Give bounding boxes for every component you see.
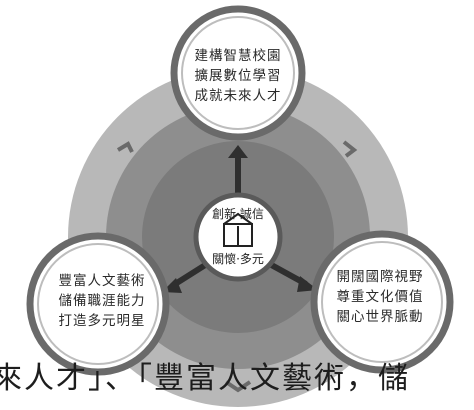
ring-chevron-right: [342, 140, 358, 158]
arrow-top-head: [228, 145, 248, 158]
node-left-line-2: 儲備職涯能力: [59, 293, 146, 309]
connector-left: [170, 259, 212, 289]
center-bottom-label: 關懷·多元: [212, 252, 264, 266]
node-top: 建構智慧校園 擴展數位學習 成就未來人才: [170, 5, 306, 141]
node-right-line-2: 尊重文化價值: [337, 289, 424, 305]
node-top-line-3: 成就未來人才: [195, 88, 282, 104]
node-top-line-2: 擴展數位學習: [195, 67, 282, 84]
center-emblem: 創新·誠信 關懷·多元: [193, 192, 283, 282]
ring-chevron-left: [116, 141, 134, 153]
node-top-line-1: 建構智慧校園: [195, 47, 282, 64]
node-left-line-1: 豐富人文藝術: [59, 272, 146, 289]
node-left: 豐富人文藝術 儲備職涯能力 打造多元明星: [26, 232, 170, 376]
node-right-line-3: 關心世界脈動: [337, 309, 424, 325]
ring-chevron-bottom: [224, 380, 252, 393]
school-logo-icon: [223, 212, 253, 247]
bottom-body-text: 來人才」、「豐富人文藝術，儲: [0, 361, 410, 396]
node-right-line-1: 開闊國際視野: [337, 269, 424, 285]
node-right: 開闊國際視野 尊重文化價值 關心世界脈動: [310, 230, 454, 374]
node-left-line-3: 打造多元明星: [59, 312, 146, 329]
